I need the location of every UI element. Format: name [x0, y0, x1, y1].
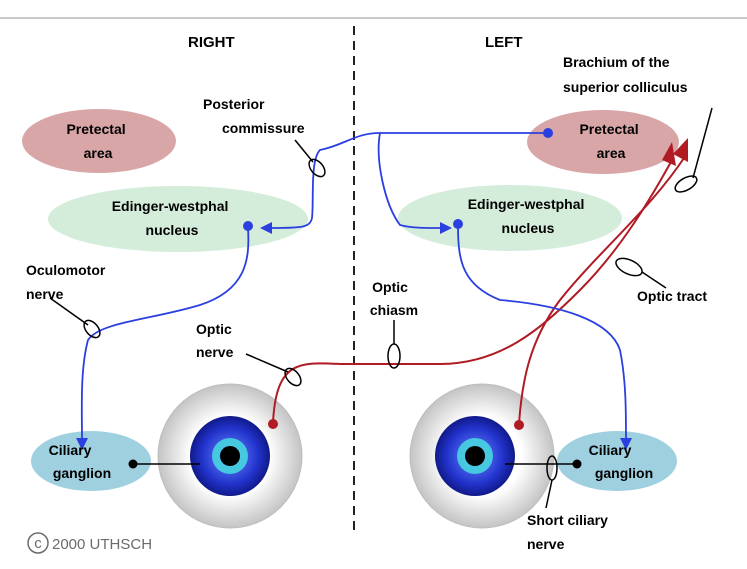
afferent-arrow-1: [662, 142, 676, 166]
left-eye: [409, 383, 555, 529]
edinger-westphal-nucleus-left: [398, 185, 622, 251]
svg-text:2000 UTHSCH: 2000 UTHSCH: [52, 536, 152, 553]
label-ciliary-left: Ciliary ganglion: [589, 442, 654, 481]
pretectal-area-right: [22, 109, 176, 173]
label-optic-chiasm: Optic chiasm: [370, 279, 418, 318]
copyright-notice: c 2000 UTHSCH: [27, 532, 152, 554]
side-label-left: LEFT: [485, 34, 523, 51]
label-edinger-westphal-right: Edinger-westphal nucleus: [112, 198, 233, 238]
label-optic-nerve: Optic nerve: [196, 321, 236, 360]
label-edinger-westphal-left: Edinger-westphal nucleus: [468, 196, 589, 236]
ew-dot-right: [243, 221, 253, 231]
svg-text:c: c: [34, 535, 42, 552]
label-pretectal-right: Pretectal area: [66, 121, 129, 161]
label-optic-tract: Optic tract: [637, 288, 707, 304]
ew-dot-left: [453, 219, 463, 229]
retina-terminal-right: [268, 419, 278, 429]
pretectal-dot-left: [543, 128, 553, 138]
ew-arrow-right: [260, 222, 272, 234]
edinger-westphal-nucleus-right: [48, 186, 308, 252]
label-oculomotor-nerve: Oculomotor nerve: [26, 262, 109, 302]
copyright-icon: [27, 532, 49, 554]
ciliary-node-left: [572, 459, 582, 469]
label-pretectal-left: Pretectal area: [579, 121, 642, 161]
pretectal-area-left: [527, 110, 679, 174]
right-eye: [157, 383, 303, 529]
ciliary-arrow-right: [76, 438, 88, 450]
ciliary-ganglion-right: [31, 431, 151, 491]
label-ciliary-right: Ciliary ganglion: [49, 442, 112, 481]
retina-terminal-left: [514, 420, 524, 430]
callouts: [49, 107, 713, 509]
ciliary-node-right: [128, 459, 138, 469]
ciliary-arrow-left: [620, 438, 632, 450]
label-posterior-commissure: Posterior commissure: [203, 96, 305, 136]
ew-arrow-left: [440, 222, 452, 234]
afferent-arrow-2: [673, 138, 688, 162]
side-label-right: RIGHT: [188, 34, 235, 51]
afferent-pathway: [272, 154, 687, 425]
efferent-pathway: [80, 132, 627, 441]
ciliary-ganglion-left: [557, 431, 677, 491]
label-brachium: Brachium of the superior colliculus: [563, 54, 688, 95]
label-short-ciliary-nerve: Short ciliary nerve: [527, 512, 612, 552]
